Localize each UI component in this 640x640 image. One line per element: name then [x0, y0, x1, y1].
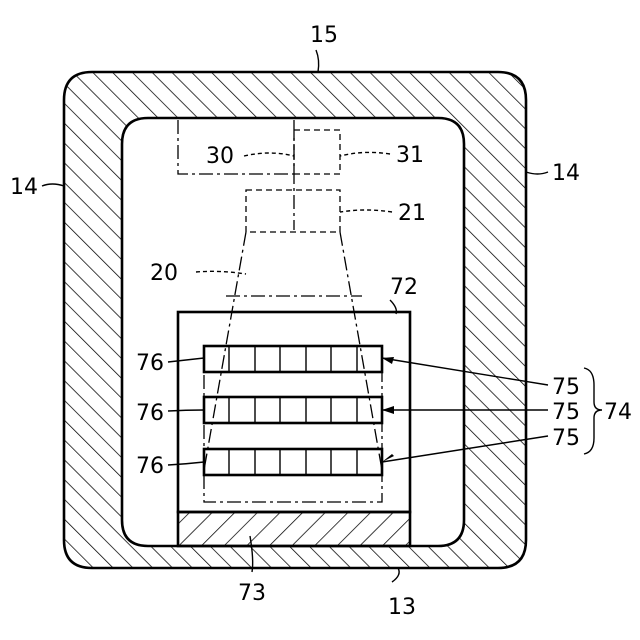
cone-20: [204, 232, 382, 470]
cell-row-2: [204, 397, 382, 423]
box-21: [246, 190, 340, 232]
cell-row-3: [204, 449, 382, 475]
base-73: [178, 512, 410, 546]
label-13: 13: [388, 595, 416, 620]
cell-row-1: [204, 346, 382, 372]
frame-30: [178, 120, 294, 174]
label-73: 73: [238, 581, 266, 606]
arrowheads: [382, 357, 394, 462]
label-31: 31: [396, 143, 424, 168]
label-75-top: 75: [552, 375, 580, 400]
box-72: [178, 312, 410, 512]
housing-wall: [64, 72, 526, 568]
label-75-mid: 75: [552, 400, 580, 425]
label-76-mid: 76: [136, 401, 164, 426]
label-21: 21: [398, 201, 426, 226]
label-76-bottom: 76: [136, 454, 164, 479]
label-20: 20: [150, 261, 178, 286]
label-72: 72: [390, 275, 418, 300]
label-74: 74: [604, 400, 632, 425]
label-14-left: 14: [10, 175, 38, 200]
label-15: 15: [310, 23, 338, 48]
label-76-top: 76: [136, 351, 164, 376]
box-31: [294, 130, 340, 174]
label-30: 30: [206, 144, 234, 169]
label-14-right: 14: [552, 161, 580, 186]
cell-rows: [204, 346, 382, 502]
label-75-bottom: 75: [552, 426, 580, 451]
